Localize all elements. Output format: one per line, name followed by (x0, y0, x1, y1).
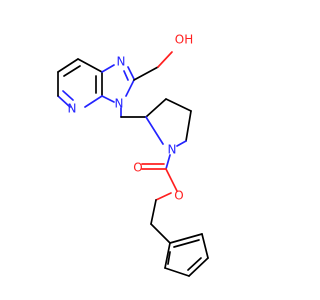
bond (63, 65, 81, 77)
bond (165, 98, 192, 112)
bond (187, 257, 202, 271)
bond (127, 66, 135, 80)
bond (169, 233, 203, 244)
bond (157, 51, 173, 68)
atom-oxygen-carbonyl: O (133, 161, 142, 175)
bond (173, 239, 200, 248)
atom-nitrogen-imidazole-top: N (117, 55, 126, 69)
bond (188, 257, 209, 277)
bond (150, 223, 171, 244)
bond (77, 58, 103, 73)
bond (165, 168, 178, 192)
atom-nitrogen-imidazole-bottom: N (115, 97, 124, 111)
molecule-structure: N N N N OH O O (57, 33, 209, 277)
bond (201, 233, 209, 259)
bond (164, 242, 171, 269)
bond (84, 95, 103, 108)
bond (167, 251, 171, 265)
bond (145, 98, 167, 118)
bond (150, 199, 157, 225)
bond (145, 116, 164, 145)
atom-hydroxyl: OH (175, 33, 193, 47)
imidazole-ring (101, 64, 135, 103)
bond (165, 154, 171, 170)
pyridine-ring (57, 58, 103, 108)
hydroxymethyl-group (133, 51, 173, 81)
bond (155, 192, 172, 201)
pyrrolidine-ring (145, 98, 192, 147)
benzyl-group (150, 192, 209, 277)
bond (57, 58, 79, 73)
bond (101, 95, 115, 103)
bond (57, 95, 71, 108)
bond (176, 140, 187, 147)
carbamate-group (141, 154, 178, 192)
bond (125, 79, 135, 97)
atom-nitrogen-pyrrolidine: N (168, 143, 177, 157)
bond (62, 90, 74, 101)
molecule-diagram: N N N N OH O O (57, 33, 209, 277)
bond (185, 110, 192, 142)
atom-nitrogen-pyridine: N (68, 102, 77, 116)
bond (133, 66, 159, 81)
bond (123, 70, 129, 81)
methylene-linker (120, 107, 147, 118)
atom-oxygen-ester: O (174, 189, 183, 203)
bond (164, 267, 190, 277)
bond (101, 64, 115, 73)
